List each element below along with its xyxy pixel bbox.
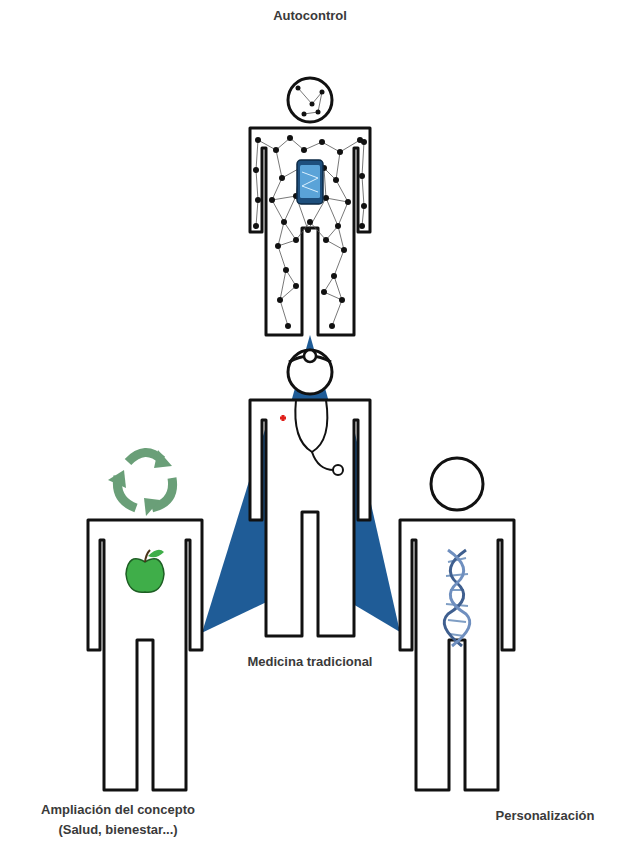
figure-label: Autocontrol xyxy=(210,6,410,26)
figure-label: Ampliación del concepto (Salud, bienesta… xyxy=(23,800,213,839)
wellbeing-figure xyxy=(88,450,202,790)
figure-node: Ampliación del concepto (Salud, bienesta… xyxy=(88,448,202,790)
figure-label: Personalización xyxy=(470,806,620,826)
figure-label: Medicina tradicional xyxy=(200,652,420,672)
doctor-figure xyxy=(250,350,370,636)
figure-node: Autocontrol xyxy=(250,78,370,335)
dna-figure xyxy=(400,458,514,790)
network-figure xyxy=(250,78,370,335)
figure-node: Medicina tradicional xyxy=(250,348,370,636)
figure-node: Personalización xyxy=(400,454,514,790)
